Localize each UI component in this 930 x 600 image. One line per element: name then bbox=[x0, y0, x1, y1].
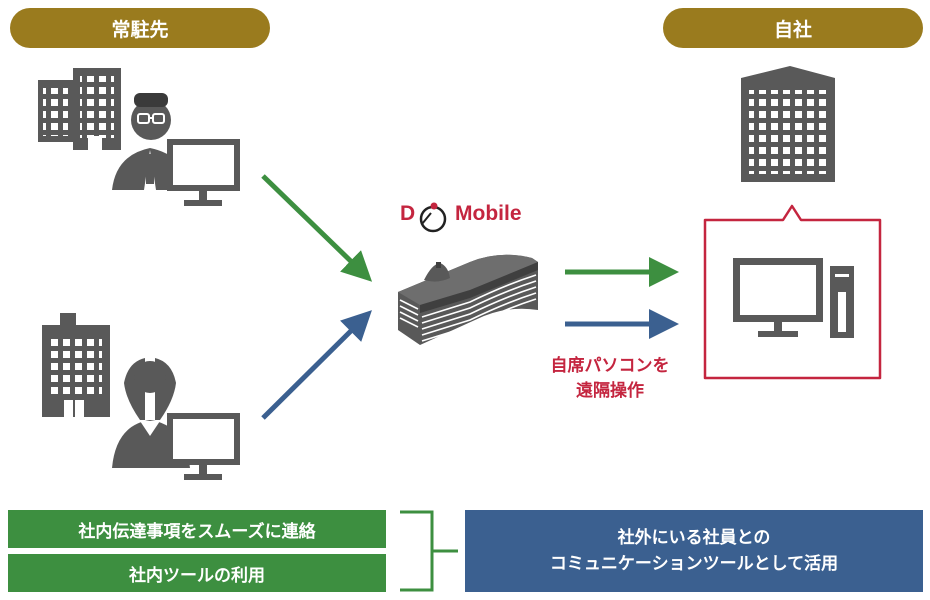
arrow-to-datacenter-green bbox=[261, 174, 373, 282]
purpose-internal-tools: 社内ツールの利用 bbox=[8, 554, 386, 592]
purpose-bracket bbox=[400, 510, 458, 592]
remote-operation-label: 自席パソコンを 遠隔操作 bbox=[505, 354, 715, 404]
office-building-icon bbox=[42, 313, 110, 417]
office-building-icon bbox=[38, 68, 121, 150]
brand-logo-letter: D bbox=[400, 202, 416, 225]
brand-logo-word: Mobile bbox=[455, 202, 522, 225]
datacenter-icon bbox=[398, 254, 538, 345]
client-site-header: 常駐先 bbox=[10, 8, 270, 48]
purpose-external-communication: 社外にいる社員との コミュニケーションツールとして活用 bbox=[465, 510, 923, 592]
purpose-external-line2: コミュニケーションツールとして活用 bbox=[549, 554, 839, 574]
brand-logo: D Mobile bbox=[400, 198, 560, 238]
own-company-header: 自社 bbox=[663, 8, 923, 48]
arrow-to-datacenter-blue bbox=[261, 310, 372, 420]
desktop-pc-icon bbox=[733, 258, 854, 338]
company-building-icon bbox=[741, 66, 835, 182]
female-user-icon bbox=[112, 358, 190, 468]
brand-logo-mark bbox=[419, 202, 447, 233]
remote-operation-line1: 自席パソコンを bbox=[550, 356, 670, 376]
remote-operation-line2: 遠隔操作 bbox=[576, 381, 644, 401]
purpose-internal-communication: 社内伝達事項をスムーズに連絡 bbox=[8, 510, 386, 548]
monitor-icon bbox=[167, 139, 240, 206]
monitor-icon bbox=[167, 413, 240, 480]
purpose-external-line1: 社外にいる社員との bbox=[617, 528, 771, 548]
